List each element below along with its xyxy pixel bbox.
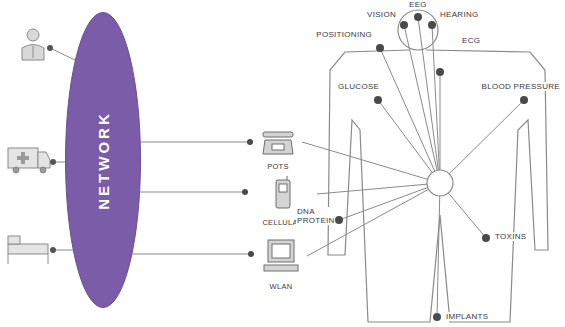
network-connector <box>141 139 253 145</box>
sensor-label: EEG <box>408 0 428 9</box>
sensor-links <box>339 17 524 317</box>
ambulance-icon <box>8 148 50 173</box>
sensor-label: GLUCOSE <box>337 82 380 91</box>
device-label: POTS <box>267 162 289 171</box>
connector-line <box>140 192 245 193</box>
network-ellipse-shape <box>66 13 141 308</box>
device-node: POTS <box>252 126 304 172</box>
sensor-label: IMPLANTS <box>445 312 489 321</box>
device-icon <box>264 240 298 271</box>
connector-dot <box>247 139 253 145</box>
doctor-icon <box>22 29 44 60</box>
hub-circle <box>427 170 453 196</box>
connector-line <box>132 254 251 255</box>
hub-links <box>302 142 440 256</box>
device-label: WLAN <box>270 282 293 291</box>
link-dot <box>47 45 53 51</box>
sensor-label: TOXINS <box>494 232 527 241</box>
network-connector <box>140 189 248 195</box>
sensor-label: ECG <box>461 36 481 45</box>
sensor-label: DNA PROTEIN <box>296 207 334 225</box>
network-link <box>50 48 75 60</box>
connector-dot <box>248 251 254 257</box>
network-ellipse: NETWORK <box>65 12 141 308</box>
sensor-label: VISION <box>366 10 397 19</box>
network-connector <box>132 251 254 257</box>
link-dot <box>50 247 56 253</box>
connector-line <box>141 142 250 143</box>
hospital-bed-icon <box>8 236 48 264</box>
device-node: WLAN <box>253 238 309 292</box>
sensor-dots <box>335 13 528 321</box>
network-label: NETWORK <box>95 111 112 210</box>
device-icon <box>276 176 290 208</box>
sensor-label: HEARING <box>439 10 480 19</box>
link-dot <box>50 159 56 165</box>
connector-dot <box>242 189 248 195</box>
sensor-label: POSITIONING <box>315 30 373 39</box>
sensor-label: BLOOD PRESSURE <box>481 82 561 91</box>
device-icon <box>263 132 293 154</box>
